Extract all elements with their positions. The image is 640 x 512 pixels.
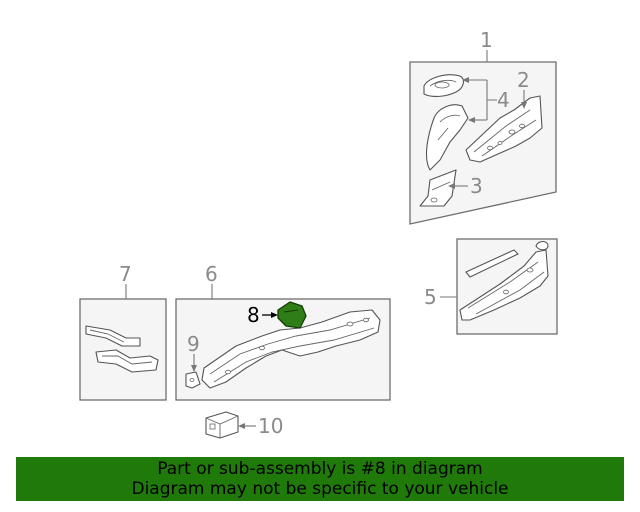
assembly-group-1: 1 (409, 28, 557, 225)
callout-3[interactable]: 3 (470, 174, 483, 198)
part-6-frame-rail[interactable] (201, 309, 381, 389)
callout-10[interactable]: 10 (258, 414, 283, 438)
notice-line-2: Diagram may not be specific to your vehi… (131, 479, 509, 499)
part-10-clip[interactable] (205, 411, 239, 439)
part-5-side-member[interactable] (459, 240, 549, 321)
callout-7[interactable]: 7 (119, 262, 132, 286)
part-7-lower-rail[interactable] (95, 349, 159, 373)
callout-1[interactable]: 1 (480, 28, 493, 52)
notice-line-1: Part or sub-assembly is #8 in diagram (157, 459, 483, 479)
callout-9[interactable]: 9 (187, 332, 200, 356)
assembly-group-5: 5 (424, 238, 558, 335)
callout-4[interactable]: 4 (497, 88, 510, 112)
part-4-upper-cap[interactable] (423, 74, 465, 97)
part-2-apron-rail[interactable] (465, 95, 543, 163)
part-7-upper-rail[interactable] (85, 325, 141, 347)
callout-5[interactable]: 5 (424, 285, 437, 309)
part-3-bracket[interactable] (419, 169, 457, 207)
part-4-lower-shell[interactable] (425, 104, 469, 171)
notice-banner: Part or sub-assembly is #8 in diagram Di… (16, 457, 624, 501)
assembly-group-6: 6 9 8 (175, 262, 391, 401)
callout-6[interactable]: 6 (205, 262, 218, 286)
part-9-bracket[interactable] (185, 371, 201, 389)
callout-8[interactable]: 8 (247, 303, 260, 327)
callout-2[interactable]: 2 (517, 68, 530, 92)
assembly-group-7: 7 (79, 262, 167, 401)
part-8-highlighted[interactable] (277, 301, 307, 329)
